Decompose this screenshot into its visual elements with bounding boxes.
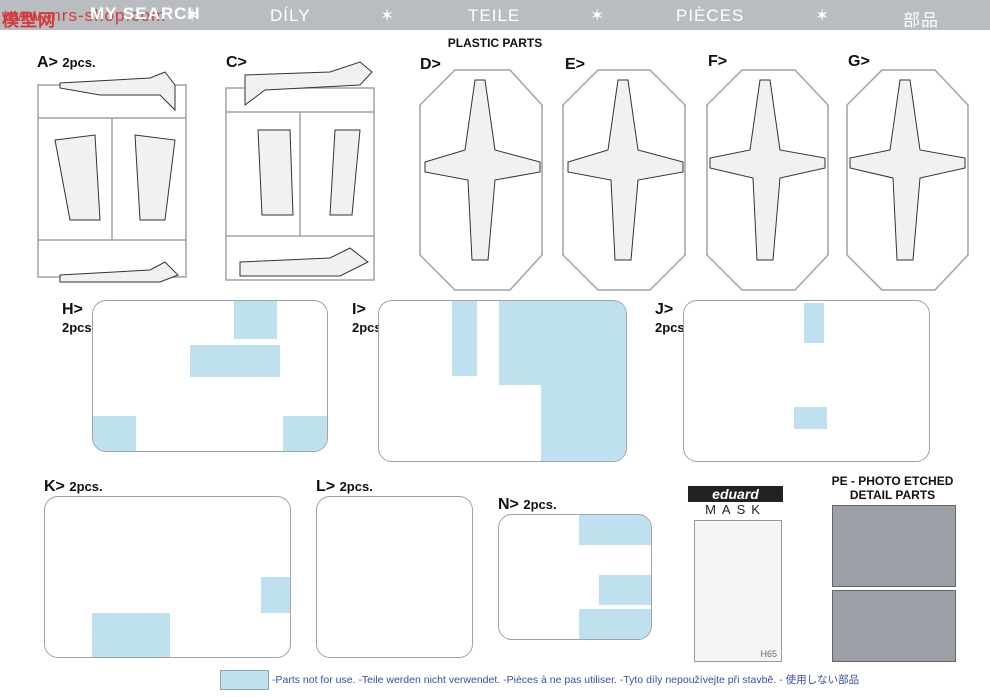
sprue-k-label: K> 2pcs. <box>44 478 103 495</box>
sprue-j-frame <box>683 300 930 462</box>
pe-fret-1 <box>832 505 956 587</box>
watermark-url: www.mrs-shop.com <box>2 6 167 25</box>
part-a4 <box>134 134 176 221</box>
header-item-pieces: PIÈCES <box>676 6 745 25</box>
star-icon: ✶ <box>590 6 606 25</box>
part-d-wing <box>424 79 541 261</box>
watermark-cn: 模型网 <box>2 11 56 30</box>
sprue-n-frame <box>498 514 652 640</box>
header-item-jp: 部品 <box>903 11 939 30</box>
sprue-l-label: L> 2pcs. <box>316 478 373 495</box>
part-c4 <box>257 129 294 216</box>
part-a2-fuselage <box>59 261 179 283</box>
legend-swatch <box>220 670 269 690</box>
unused-part <box>541 385 626 461</box>
star-icon: ✶ <box>185 6 201 25</box>
part-f-wing <box>709 79 826 261</box>
part-e-wing <box>567 79 684 261</box>
unused-part <box>190 345 280 377</box>
unused-part <box>93 416 136 451</box>
sprue-j-label: J>2pcs. <box>655 301 689 335</box>
unused-part <box>804 303 824 343</box>
eduard-logo: eduard <box>688 486 783 502</box>
part-c1-fuselage <box>244 61 373 106</box>
unused-part <box>794 407 827 429</box>
part-c2 <box>329 129 361 216</box>
header-item-dily: DÍLY <box>270 6 311 25</box>
page-title: PLASTIC PARTS <box>447 36 543 50</box>
unused-part <box>599 575 651 605</box>
part-a3 <box>54 134 101 221</box>
sprue-d-label: D> <box>420 56 441 73</box>
mask-sheet: H65 <box>694 520 782 662</box>
sprue-c-label: C> <box>226 54 247 71</box>
unused-part <box>261 577 290 613</box>
unused-part <box>499 301 626 337</box>
sprue-k-frame <box>44 496 291 658</box>
unused-part <box>92 613 170 657</box>
sprue-e-label: E> <box>565 56 586 73</box>
sprue-h-frame <box>92 300 328 452</box>
sprue-a-label: A> 2pcs. <box>37 54 96 71</box>
unused-part <box>579 609 651 639</box>
watermark-logo: MY SEARCH <box>90 4 201 23</box>
header-item-teile: TEILE <box>468 6 521 25</box>
part-c3-fuselage <box>239 247 369 277</box>
pe-fret-2 <box>832 590 956 662</box>
unused-part <box>579 515 651 545</box>
legend-text: -Parts not for use. -Teile werden nicht … <box>272 674 860 686</box>
star-icon: ✶ <box>815 6 831 25</box>
sprue-h-label: H>2pcs. <box>62 301 96 335</box>
sprue-l-frame <box>316 496 473 658</box>
sprue-i-label: I>2pcs. <box>352 301 386 335</box>
sprue-i-frame <box>378 300 627 462</box>
mask-code: H65 <box>760 649 777 659</box>
sprue-g-label: G> <box>848 53 870 70</box>
star-icon: ✶ <box>380 6 396 25</box>
unused-part <box>234 301 277 339</box>
sprue-n-label: N> 2pcs. <box>498 496 557 513</box>
header-bar: www.mrs-shop.com 模型网 MY SEARCH ✶ DÍLY ✶ … <box>0 0 990 30</box>
unused-part <box>499 337 626 385</box>
sprue-f-label: F> <box>708 53 728 70</box>
unused-part <box>452 301 477 376</box>
part-g-wing <box>849 79 966 261</box>
mask-label: MASK <box>705 502 766 517</box>
part-a1-fuselage <box>59 71 176 112</box>
unused-part <box>283 416 327 451</box>
